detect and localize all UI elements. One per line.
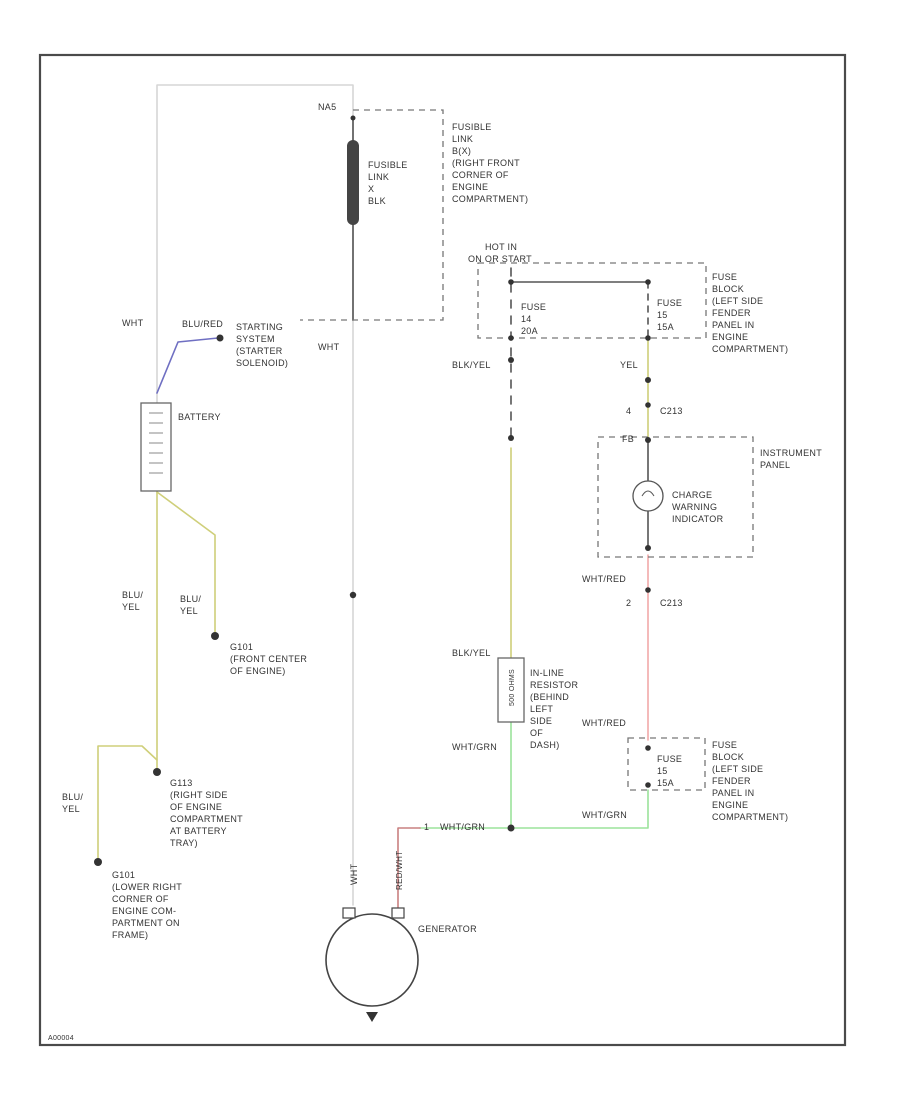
label-wht-generator: WHT [349,863,359,885]
label-wht-grn-bottom: WHT/GRN [440,822,485,832]
label-wht-left: WHT [122,318,144,328]
generator [325,913,419,1007]
generator-terminal-right [391,907,405,919]
label-generator: GENERATOR [418,924,477,934]
wire-wht-grn-bottom [419,789,649,829]
label-wht-red-2: WHT/RED [582,718,626,728]
diagram-frame [38,53,847,1047]
generator-ground [366,1012,378,1022]
battery-cells [149,412,163,474]
label-yel: YEL [620,360,638,370]
label-pin-2: 2 [626,598,631,608]
ground-g101 [211,632,219,640]
label-hot-in: HOT IN ON OR START [468,242,532,264]
label-c213-bottom: C213 [660,598,683,608]
node-fb [645,437,651,443]
lamp-filament [641,490,655,497]
label-blu-yel-a: BLU/ YEL [122,590,146,612]
label-starting-system: STARTING SYSTEM (STARTER SOLENOID) [236,322,288,368]
fuse-block-bottom-box [627,737,706,791]
label-resistor-ohms: 500 OHMS [509,669,516,706]
label-wht-center: WHT [318,342,340,352]
label-fusible-link-desc: FUSIBLE LINK B(X) (RIGHT FRONT CORNER OF… [452,122,528,204]
node-starter [216,334,224,342]
label-blk-yel-2: BLK/YEL [452,648,491,658]
charge-warning-lamp [632,480,664,512]
label-blu-yel-b: BLU/ YEL [180,594,204,616]
label-wht-grn-left: WHT/GRN [452,742,497,752]
node-fuse15-top [645,279,651,285]
node-c213-bottom [645,587,651,593]
node-fuse15-bottom [645,335,651,341]
battery [140,402,172,492]
label-pin-fb: FB [622,434,634,444]
label-wht-red-1: WHT/RED [582,574,626,584]
label-red-wht: RED/WHT [395,851,404,890]
label-g113: G113 (RIGHT SIDE OF ENGINE COMPARTMENT A… [170,778,246,848]
generator-terminal-left [342,907,356,919]
node-yel [645,377,651,383]
label-fuse-14: FUSE 14 20A [521,302,549,336]
wire-blu-yel-g101 [156,491,216,635]
ground-g101-lower [94,858,102,866]
label-inline-resistor: IN-LINE RESISTOR (BEHIND LEFT SIDE OF DA… [530,668,581,750]
wire-blu-yel-g101-lower [97,745,158,861]
label-instrument-panel: INSTRUMENT PANEL [760,448,825,470]
node-fuse-bottom-top [645,745,651,751]
instrument-panel-box [597,436,754,558]
node-fusible-top [350,115,356,121]
label-pin-1: 1 [424,822,429,832]
node-c213-top [645,402,651,408]
label-fusible-link-part: FUSIBLE LINK X BLK [368,160,410,206]
fuse-block-top-box [477,262,707,339]
label-blu-red: BLU/RED [182,319,223,329]
node-wht-grn-junction [507,824,515,832]
label-battery: BATTERY [178,412,221,422]
wire-red-wht-generator [397,827,421,909]
label-gen-top-tag: NA5 [318,102,336,112]
nodes [94,115,651,866]
fusible-link [347,140,359,225]
inline-resistor [497,657,525,723]
label-fuse-block-top: FUSE BLOCK (LEFT SIDE FENDER PANEL IN EN… [712,272,788,354]
fusible-link-box [300,109,444,321]
label-fuse-15-top: FUSE 15 15A [657,298,685,332]
ground-g113 [153,768,161,776]
node-fuse14-bottom [508,335,514,341]
node-fuse-bottom-bottom [645,782,651,788]
node-blk-yel-2 [508,435,514,441]
label-blu-yel-c: BLU/ YEL [62,792,86,814]
wire-blu-red-starter [156,337,219,394]
label-fuse-block-bottom: FUSE BLOCK (LEFT SIDE FENDER PANEL IN EN… [712,740,788,822]
label-g101: G101 (FRONT CENTER OF ENGINE) [230,642,310,676]
label-charge-indicator: CHARGE WARNING INDICATOR [672,490,724,524]
label-blk-yel-1: BLK/YEL [452,360,491,370]
label-pin-4: 4 [626,406,631,416]
label-diagram-id: A00004 [48,1035,74,1042]
label-g101-lower: G101 (LOWER RIGHT CORNER OF ENGINE COM- … [112,870,185,940]
node-blk-yel-1 [508,357,514,363]
label-wht-grn-right: WHT/GRN [582,810,627,820]
wire-wht-battery-loop [156,84,354,906]
node-fuse14-top [508,279,514,285]
label-c213-top: C213 [660,406,683,416]
label-fuse-15-bottom: FUSE 15 15A [657,754,685,788]
node-wht-junction [349,591,357,599]
node-lamp-out [645,545,651,551]
